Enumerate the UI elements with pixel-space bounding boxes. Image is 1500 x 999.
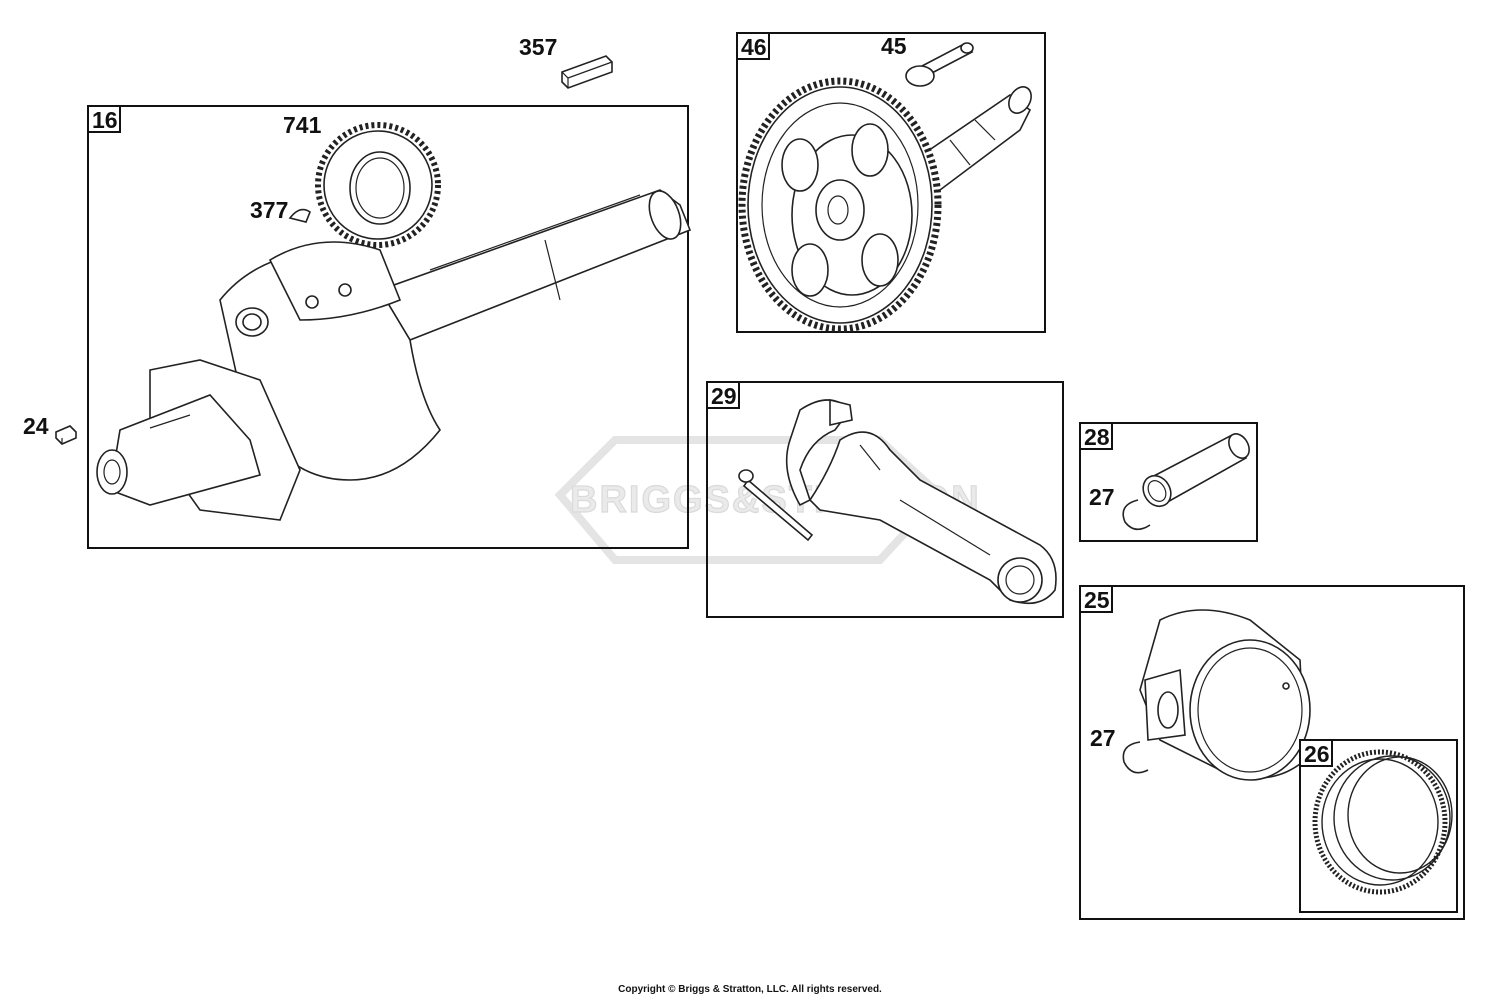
key-357 [561,55,613,89]
box-label-25: 25 [1084,587,1110,613]
callout-741: 741 [283,112,322,138]
callout-45: 45 [881,33,907,59]
box-piston-pin: 28 [1079,422,1258,542]
box-rings: 26 [1299,739,1458,913]
connecting-rod-part [738,398,1057,605]
callout-27-piston: 27 [1090,725,1116,751]
callout-27-pin: 27 [1089,484,1115,510]
box-label-46: 46 [741,34,767,60]
box-label-28: 28 [1084,424,1110,450]
part-45 [905,42,974,87]
key-377 [288,208,311,223]
camshaft-part [738,77,1032,333]
box-connecting-rod: 29 [706,381,1064,618]
copyright-notice: Copyright © Briggs & Stratton, LLC. All … [618,984,882,995]
piston-part [1139,609,1311,781]
retainer-27b [1122,741,1149,774]
box-label-16: 16 [92,107,118,133]
callout-24: 24 [23,413,49,439]
box-piston: 25 [1079,585,1465,920]
retainer-27a [1122,499,1151,531]
gear-741 [315,122,441,248]
part-24 [55,425,77,445]
piston-pin-part [1142,433,1250,508]
box-label-26: 26 [1304,741,1330,767]
crankshaft-part [96,189,692,521]
box-crankshaft: 16 [87,105,689,549]
box-camshaft: 46 [736,32,1046,333]
callout-357: 357 [519,34,557,60]
piston-rings-part [1312,749,1453,895]
box-label-29: 29 [711,383,737,409]
callout-377: 377 [250,197,288,223]
